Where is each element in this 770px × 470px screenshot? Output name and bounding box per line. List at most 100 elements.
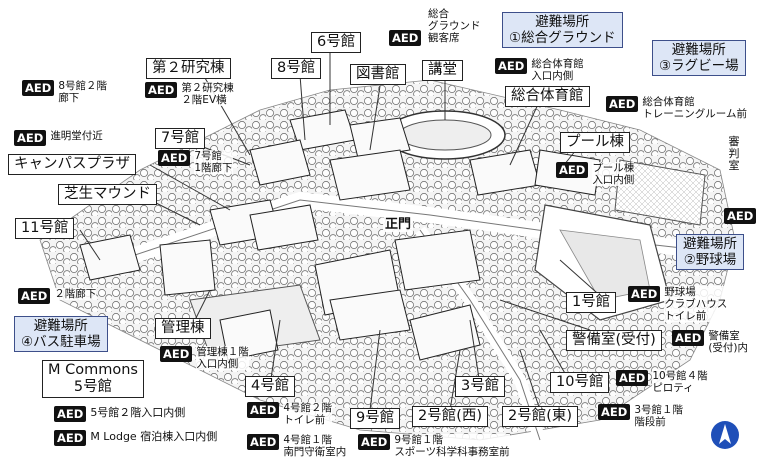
aed-pool-text: プール棟入口内側 [592,162,635,186]
aed-badge: AED [22,80,55,96]
m-commons-building-5: 5号館 [73,379,113,395]
aed-building-11-text: ２階廊下 [54,288,97,300]
label-ground-stands: 総合 グラウンド 観客席 [428,8,481,44]
aed-badge: AED [247,402,280,418]
evac-2-title: 避難場所 [683,236,737,252]
label-referee-room: 審判室 [728,135,740,172]
aed-building-4-1f-text: 4号館１階南門守衛室内 [283,434,347,458]
aed-badge: AED [54,406,87,422]
label-building-3[interactable]: 3号館 [455,376,506,397]
aed-meikyodo-text: 進明堂付近 [50,130,103,142]
stands-line-3: 観客席 [428,32,460,44]
evac-1-title: 避難場所 [535,14,590,30]
aed-badge: AED [18,288,51,304]
aed-baseball[interactable]: AED 野球場クラブハウストイレ前 [628,286,728,322]
aed-m-lodge-text: M Lodge 宿泊棟入口内側 [90,430,218,444]
label-lawn-mound[interactable]: 芝生マウンド [58,184,157,205]
label-security-office[interactable]: 警備室(受付) [566,330,662,351]
aed-badge: AED [556,162,589,178]
m-commons-name: M Commons [48,362,138,378]
evac-2-name: ②野球場 [683,252,737,268]
aed-building-8-text: 8号館２階廊下 [58,80,107,104]
aed-building-4-1f[interactable]: AED 4号館１階南門守衛室内 [247,434,347,458]
aed-admin-text: 管理棟１階入口内側 [196,346,249,370]
aed-security-text: 警備室(受付)内 [708,330,749,354]
evac-site-2-baseball[interactable]: 避難場所 ②野球場 [676,234,744,270]
label-admin-building[interactable]: 管理棟 [155,318,211,339]
label-building-8[interactable]: 8号館 [271,58,322,79]
building-blocks [79,109,601,361]
aed-gym-entrance-text: 総合体育館入口内側 [531,58,584,82]
evac-site-3-rugby[interactable]: 避難場所 ③ラグビー場 [652,40,746,76]
aed-badge: AED [158,150,191,166]
aed-gym-entrance[interactable]: AED 総合体育館入口内側 [495,58,584,82]
evac-1-name: ①総合グラウンド [509,30,616,46]
evac-site-4-bus-parking[interactable]: 避難場所 ④バス駐車場 [14,316,108,352]
aed-building-9-text: 9号館１階スポーツ科学科事務室前 [394,434,510,458]
aed-building-4-2f[interactable]: AED 4号館２階トイレ前 [247,402,332,426]
label-research-building-2[interactable]: 第２研究棟 [146,58,231,79]
aed-admin[interactable]: AED 管理棟１階入口内側 [160,346,249,370]
aed-building-8[interactable]: AED 8号館２階廊下 [22,80,107,104]
label-building-11[interactable]: 11号館 [15,218,75,239]
aed-building-10-text: 10号館４階ピロティ [652,370,708,394]
aed-badge: AED [358,434,391,450]
label-building-1[interactable]: 1号館 [566,292,617,313]
label-building-7[interactable]: 7号館 [155,128,206,149]
label-gymnasium[interactable]: 総合体育館 [505,86,590,107]
label-m-commons[interactable]: M Commons 5号館 [42,360,144,398]
aed-m-lodge[interactable]: AED M Lodge 宿泊棟入口内側 [54,430,218,446]
evac-3-name: ③ラグビー場 [659,58,739,74]
aed-badge: AED [672,330,705,346]
aed-badge: AED [389,30,422,46]
aed-building-9[interactable]: AED 9号館１階スポーツ科学科事務室前 [358,434,510,458]
aed-rugby[interactable]: AED [724,208,757,224]
aed-building-4-2f-text: 4号館２階トイレ前 [283,402,332,426]
aed-badge: AED [606,96,639,112]
aed-gym-training-text: 総合体育館トレーニングルーム前 [642,96,747,120]
aed-building-5-text: 5号館２階入口内側 [90,406,186,420]
aed-gym-training[interactable]: AED 総合体育館トレーニングルーム前 [606,96,747,120]
aed-building-5[interactable]: AED 5号館２階入口内側 [54,406,186,422]
aed-badge: AED [145,82,178,98]
label-auditorium[interactable]: 講堂 [422,60,463,81]
aed-security[interactable]: AED 警備室(受付)内 [672,330,749,354]
label-building-10[interactable]: 10号館 [550,372,610,393]
evac-4-name: ④バス駐車場 [21,334,101,350]
stands-line-2: グラウンド [428,20,481,32]
label-building-4[interactable]: 4号館 [245,376,296,397]
aed-building-10[interactable]: AED 10号館４階ピロティ [616,370,708,394]
aed-badge: AED [247,434,280,450]
aed-badge: AED [628,286,661,302]
aed-building-3[interactable]: AED 3号館１階階段前 [598,404,683,428]
aed-badge: AED [14,130,47,146]
aed-building-11[interactable]: AED ２階廊下 [18,288,97,304]
label-main-gate[interactable]: 正門 [383,217,414,232]
aed-badge: AED [616,370,649,386]
aed-badge: AED [495,58,528,74]
label-library[interactable]: 図書館 [350,64,406,85]
evac-4-title: 避難場所 [33,318,88,334]
rugby-field [614,159,706,226]
label-building-9[interactable]: 9号館 [350,408,401,429]
aed-meikyodo[interactable]: AED 進明堂付近 [14,130,103,146]
aed-badge: AED [54,430,87,446]
aed-pool[interactable]: AED プール棟入口内側 [556,162,635,186]
aed-building-3-text: 3号館１階階段前 [634,404,683,428]
label-campus-plaza[interactable]: キャンパスプラザ [8,154,136,175]
label-building-2-east[interactable]: 2号館(東) [502,406,579,427]
aed-ground[interactable]: AED [389,30,422,46]
evac-3-title: 避難場所 [671,42,726,58]
label-pool-building[interactable]: プール棟 [560,132,630,153]
north-compass [711,421,739,449]
label-building-6[interactable]: 6号館 [311,32,362,53]
label-building-2-west[interactable]: 2号館(西) [412,406,489,427]
aed-badge: AED [598,404,631,420]
aed-badge: AED [160,346,193,362]
stands-line-1: 総合 [428,8,449,20]
evac-site-1-ground[interactable]: 避難場所 ①総合グラウンド [502,12,623,48]
